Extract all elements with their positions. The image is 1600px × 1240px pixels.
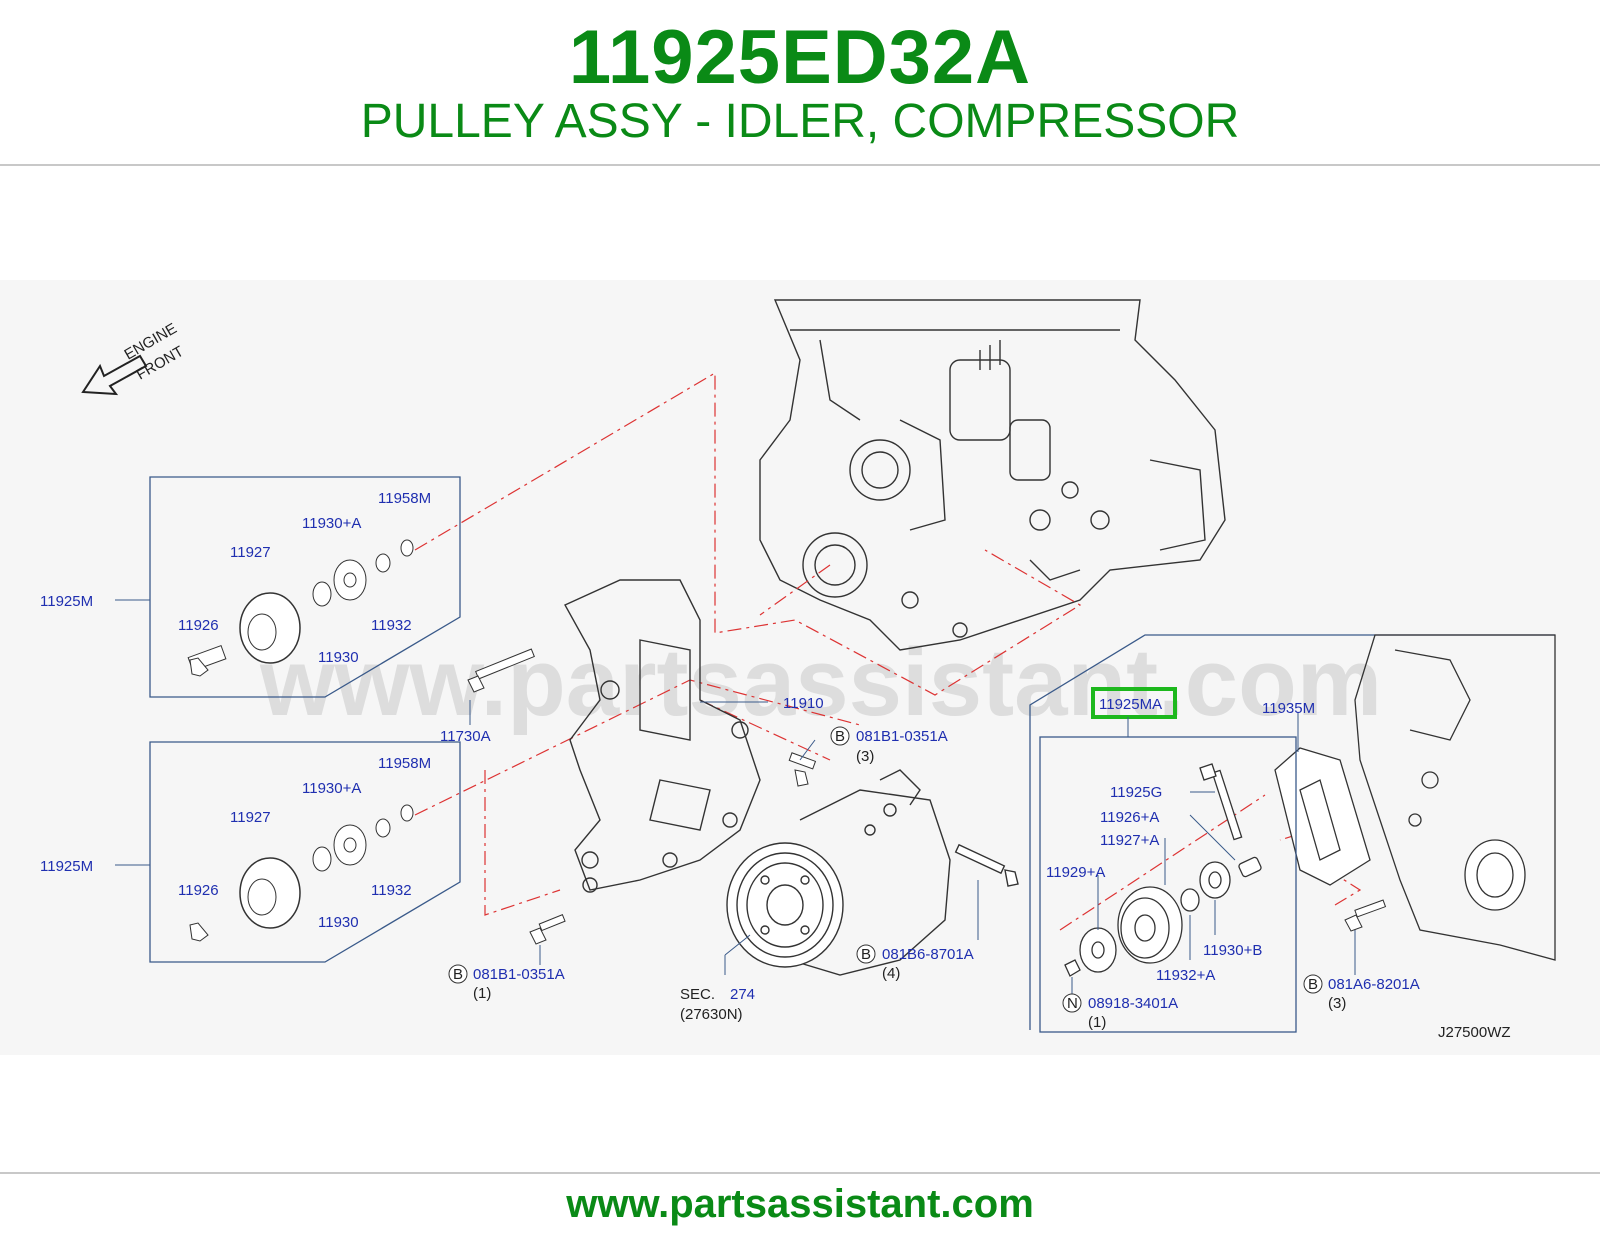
- label-11730A: 11730A: [440, 728, 491, 745]
- label-11958M-upper: 11958M: [378, 490, 431, 507]
- bolt-11730A-drawing: [467, 648, 535, 693]
- engine-block-drawing: [759, 299, 1226, 651]
- diagram-canvas: www.partsassistant.com ENGINE FRONT: [0, 280, 1600, 1055]
- label-11932-upper: 11932: [371, 617, 412, 634]
- label-11932-lower: 11932: [371, 882, 412, 899]
- label-11930A-lower: 11930+A: [302, 780, 361, 797]
- badge-b1: [830, 726, 850, 746]
- upper-idler-group: 11925M 11958M 11930+A 11927 11926 11932 …: [40, 476, 461, 698]
- label-11958M-lower: 11958M: [378, 755, 431, 772]
- label-11926A: 11926+A: [1100, 809, 1159, 826]
- right-group-box: [1039, 736, 1297, 1033]
- qty-b1: (3): [856, 748, 874, 765]
- badge-b4-letter: B: [1308, 976, 1318, 993]
- cover-11935M-drawing: [1274, 747, 1371, 886]
- label-11930A-upper: 11930+A: [302, 515, 361, 532]
- bracket-drawing: [564, 579, 761, 893]
- badge-n-letter: N: [1067, 995, 1078, 1012]
- label-11925G: 11925G: [1110, 784, 1162, 801]
- label-11932A: 11932+A: [1156, 967, 1215, 984]
- label-081B6-8701A: 081B6-8701A: [882, 946, 974, 963]
- sec-sub: (27630N): [680, 1006, 743, 1023]
- badge-b2: [448, 964, 468, 984]
- badge-b3: [856, 944, 876, 964]
- label-081B1-0351A-b: 081B1-0351A: [473, 966, 565, 983]
- part-number-title: 11925ED32A: [568, 15, 1032, 100]
- bolt-b2-drawing: [529, 914, 566, 945]
- qty-n: (1): [1088, 1014, 1106, 1031]
- compressor-drawing: [726, 769, 1019, 976]
- parts-diagram: www.partsassistant.com ENGINE FRONT: [40, 299, 1556, 1041]
- sec-number: 274: [730, 986, 755, 1003]
- label-11927-lower: 11927: [230, 809, 271, 826]
- lower-idler-group: 11925M 11958M 11930+A 11927 11926 11932 …: [40, 741, 461, 963]
- label-11925M-lower: 11925M: [40, 858, 93, 875]
- badge-b2-letter: B: [453, 966, 463, 983]
- badge-b3-letter: B: [861, 946, 871, 963]
- bolt-b4-drawing: [1344, 899, 1387, 932]
- label-11930-lower: 11930: [318, 914, 359, 931]
- bolt-b1-drawing: [788, 752, 817, 787]
- label-11929A: 11929+A: [1046, 864, 1105, 881]
- label-081B1-0351A-a: 081B1-0351A: [856, 728, 948, 745]
- label-11925MA[interactable]: 11925MA: [1099, 696, 1162, 713]
- label-11930-upper: 11930: [318, 649, 359, 666]
- label-08918-3401A: 08918-3401A: [1088, 995, 1178, 1012]
- qty-b4: (3): [1328, 995, 1346, 1012]
- badge-n: [1062, 993, 1082, 1013]
- part-description: PULLEY ASSY - IDLER, COMPRESSOR: [360, 95, 1240, 148]
- right-idler-drawing: [1064, 763, 1262, 977]
- badge-b4: [1303, 974, 1323, 994]
- top-divider: [0, 164, 1600, 166]
- label-11925M-upper: 11925M: [40, 593, 93, 610]
- qty-b2: (1): [473, 985, 491, 1002]
- watermark-text: www.partsassistant.com: [259, 629, 1382, 736]
- highlight-box-11925MA: [1091, 687, 1177, 719]
- footer-url[interactable]: www.partsassistant.com: [566, 1182, 1034, 1226]
- label-11910: 11910: [783, 695, 824, 712]
- label-11935M: 11935M: [1262, 700, 1315, 717]
- engine-partial-drawing: [1354, 634, 1556, 961]
- right-group-outline: [1029, 634, 1555, 1030]
- engine-front-indicator: ENGINE FRONT: [81, 320, 187, 396]
- sec-label: SEC.: [680, 986, 715, 1003]
- label-11926-upper: 11926: [178, 617, 219, 634]
- diagram-code: J27500WZ: [1438, 1024, 1511, 1041]
- bottom-divider: [0, 1172, 1600, 1174]
- qty-b3: (4): [882, 965, 900, 982]
- badge-b1-letter: B: [835, 728, 845, 745]
- label-11927-upper: 11927: [230, 544, 271, 561]
- label-11930B: 11930+B: [1203, 942, 1262, 959]
- label-11926-lower: 11926: [178, 882, 219, 899]
- label-11927A: 11927+A: [1100, 832, 1159, 849]
- label-081A6-8201A: 081A6-8201A: [1328, 976, 1420, 993]
